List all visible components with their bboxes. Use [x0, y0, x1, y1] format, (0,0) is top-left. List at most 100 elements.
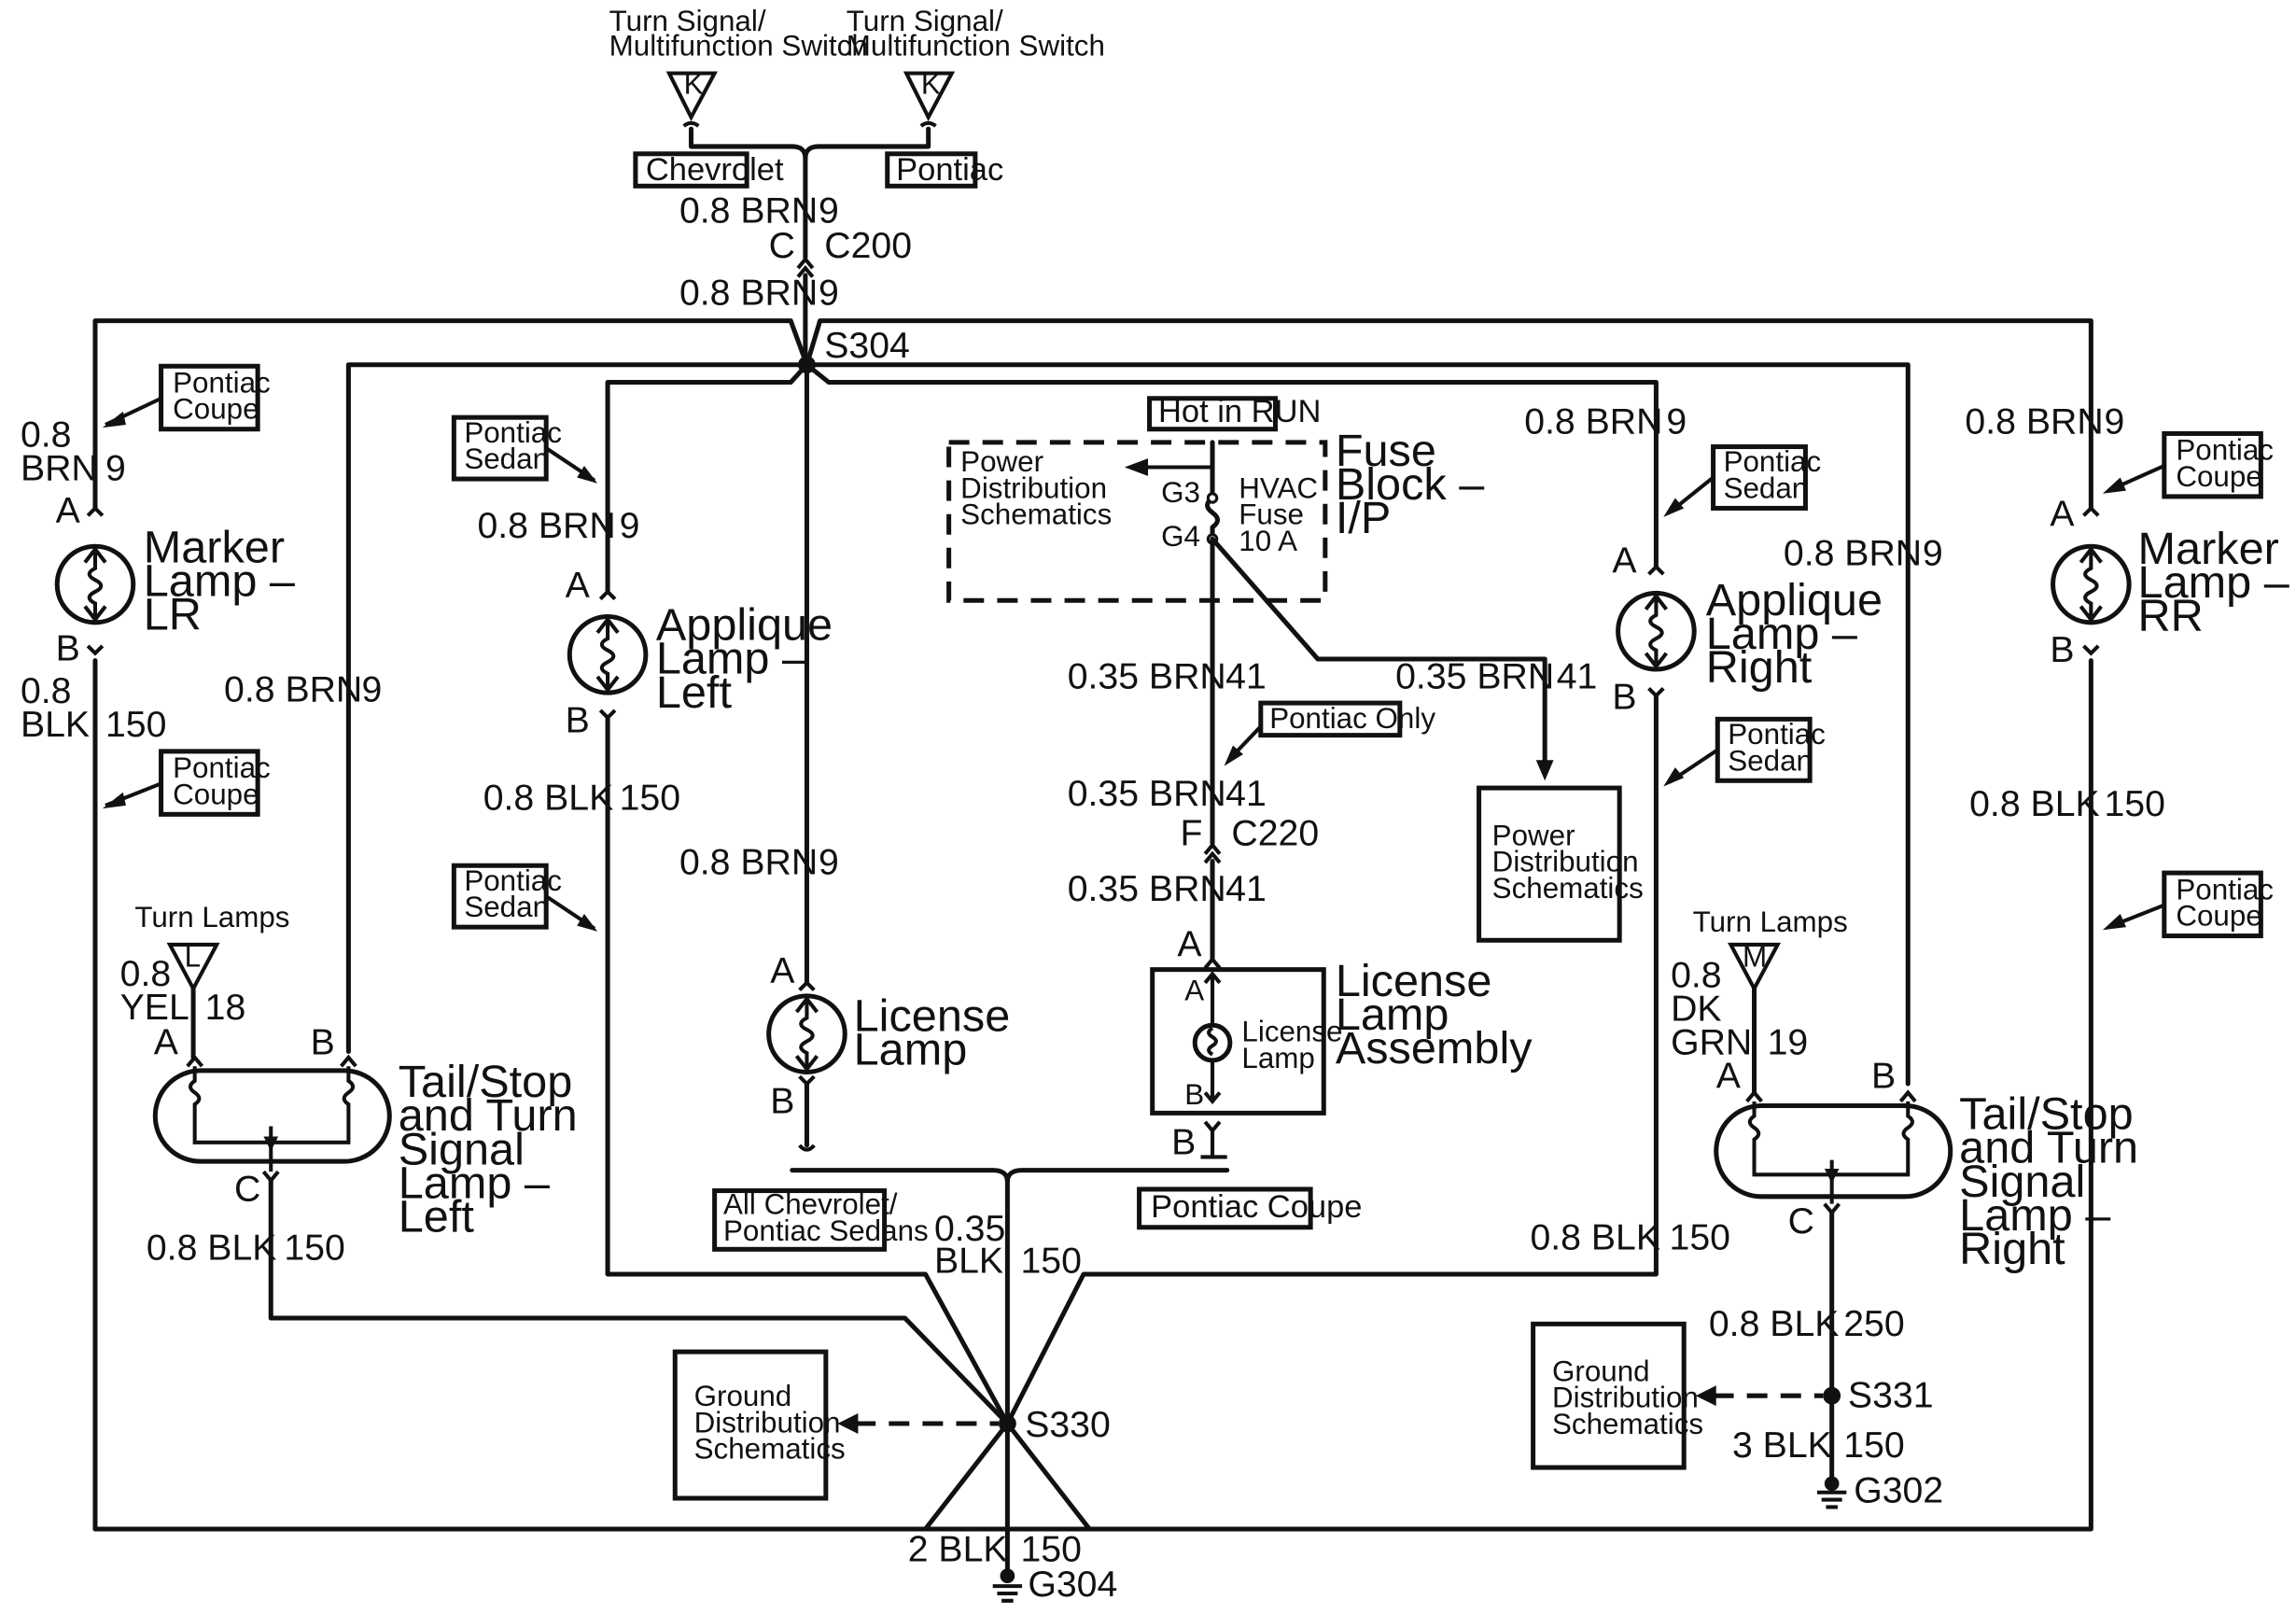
license-assembly-inner-2: Lamp	[1241, 1042, 1314, 1074]
applique-left-label-2: Lamp –	[656, 634, 808, 684]
marker-lr-in-gauge-2: BRN	[21, 448, 98, 489]
turn-signal-switch-right: Turn Signal/ Multifunction Switch K	[816, 5, 1105, 149]
ground-mid-gauge-2: BLK	[934, 1240, 1003, 1281]
applique-left-pin-a: A	[566, 565, 591, 606]
license-lamp: License Lamp A B	[766, 950, 1011, 1121]
license-lamp-label-1: License	[854, 991, 1011, 1042]
svg-text:Sedan: Sedan	[1724, 471, 1809, 504]
ground-g302-symbol	[1816, 1490, 1847, 1509]
applique-right-in-circuit: 9	[1923, 533, 1943, 574]
turn-lamps-left-symbol	[166, 942, 220, 993]
wire-tail-feed-left	[345, 362, 809, 1055]
ground-dist-right-1: Ground	[1552, 1355, 1650, 1388]
tail-right-feed-gauge-3: GRN	[1671, 1022, 1752, 1063]
c200-pin: C	[769, 225, 795, 266]
applique-lamp-right: Applique Lamp – Right A B	[1612, 540, 1883, 717]
marker-lr-pin-a: A	[56, 490, 81, 531]
tag-pontiac-sedan-right-top: Pontiac Sedan	[1663, 444, 1822, 517]
applique-right-label-1: Applique	[1706, 575, 1883, 625]
switch-left-label-1: Turn Signal/	[609, 5, 766, 37]
svg-text:Sedan: Sedan	[464, 442, 549, 475]
tag-chevrolet-label: Chevrolet	[646, 152, 784, 188]
wire-41-circuit-a: 41	[1225, 655, 1267, 696]
hvac-fuse-label-2: Fuse	[1239, 498, 1304, 531]
marker-lr-in-gauge-1: 0.8	[21, 414, 72, 456]
applique-left-pin-b: B	[566, 699, 590, 740]
marker-lr-label-3: LR	[144, 590, 202, 640]
tag-pontiac-coupe-bottom	[1137, 1186, 1313, 1230]
wire-41-to-pds	[1210, 536, 1547, 769]
svg-text:Pontiac: Pontiac	[173, 751, 271, 784]
svg-text:Coupe: Coupe	[2176, 460, 2261, 493]
fuse-block-label-1: Fuse	[1336, 426, 1436, 476]
ground-dist-left-2: Distribution	[694, 1406, 841, 1439]
wire-41-circuit-b: 41	[1557, 655, 1598, 696]
tail-stop-turn-lamp-left: Tail/Stop and Turn Signal Lamp – Left A …	[152, 1022, 578, 1242]
license-lamp-label-2: Lamp	[854, 1025, 968, 1075]
license-assembly-label-2: Lamp	[1336, 989, 1449, 1040]
wire-41-gauge-d: 0.35 BRN	[1068, 868, 1226, 909]
license-assembly-inner-1: License	[1241, 1016, 1342, 1048]
wire-circuit-top-a: 9	[819, 190, 839, 232]
power-distribution-box	[1477, 785, 1622, 943]
tag-pontiac-label: Pontiac	[896, 152, 1003, 188]
wire-applique-right	[804, 362, 1659, 1426]
tail-left-feed-circuit: 18	[205, 987, 246, 1028]
marker-rr-label-2: Lamp –	[2138, 557, 2290, 608]
ground-distribution-box-right	[1531, 1321, 1687, 1470]
switch-right-label-2: Multifunction Switch	[847, 30, 1105, 63]
pds-box-label-1: Power	[1492, 819, 1575, 851]
fuse-block-ip	[946, 440, 1328, 603]
marker-rr-label-3: RR	[2138, 591, 2204, 641]
svg-text:Pontiac: Pontiac	[1724, 445, 1822, 478]
g304-wire-circuit: 150	[1021, 1528, 1082, 1569]
marker-rr-out-gauge: 0.8 BLK	[1969, 783, 2100, 824]
tag-chevrolet	[633, 151, 749, 189]
applique-right-pin-a: A	[1612, 540, 1637, 581]
ground-dist-right-3: Schematics	[1552, 1408, 1703, 1440]
tail-left-feed-circuit: 9	[362, 669, 383, 710]
tag-pontiac-sedan-left-top: Pontiac Sedan	[451, 414, 598, 484]
tail-right-label-5: Right	[1959, 1224, 2065, 1274]
license-in-circuit: 9	[819, 842, 839, 883]
tail-left-out-circuit: 150	[284, 1227, 344, 1268]
tail-left-pin-b: B	[311, 1022, 335, 1063]
tag-pontiac-only: Pontiac Only	[1224, 700, 1435, 766]
wire-41-gauge-a: 0.35 BRN	[1068, 655, 1226, 696]
applique-left-in-circuit: 9	[620, 505, 640, 546]
tail-right-label-4: Lamp –	[1959, 1190, 2111, 1241]
svg-text:Pontiac: Pontiac	[464, 864, 562, 897]
tail-stop-turn-lamp-right: Tail/Stop and Turn Signal Lamp – Right A…	[1714, 1056, 2138, 1274]
switch-left-label-2: Multifunction Switch	[609, 30, 868, 63]
ground-g304-symbol	[992, 1584, 1023, 1603]
ground-g304-label: G304	[1028, 1564, 1117, 1605]
license-assembly-inner-a: A	[1184, 975, 1204, 1007]
wire-license-ground-merge	[790, 1168, 1230, 1185]
applique-right-in-gauge: 0.8 BRN	[1784, 533, 1922, 574]
svg-text:Coupe: Coupe	[2176, 900, 2261, 933]
marker-lr-label-2: Lamp –	[144, 556, 296, 607]
svg-text:Coupe: Coupe	[173, 778, 259, 810]
tag-pontiac-coupe-lr-top: Pontiac Coupe	[102, 363, 271, 432]
license-in-gauge: 0.8 BRN	[679, 842, 818, 883]
applique-right-top-circuit: 9	[1666, 400, 1687, 442]
marker-lr-label-1: Marker	[144, 522, 285, 572]
tag-pontiac-coupe-rr-top: Pontiac Coupe	[2102, 430, 2274, 499]
tail-left-label-4: Lamp –	[399, 1158, 551, 1208]
tail-left-out-gauge: 0.8 BLK	[147, 1227, 277, 1268]
wire-41-circuit-c: 41	[1225, 773, 1267, 814]
ground-distribution-box-left	[672, 1349, 829, 1501]
splice-s330-label: S330	[1025, 1404, 1111, 1445]
marker-lamp-lr: Marker Lamp – LR A B	[54, 490, 296, 669]
tail-right-label-2: and Turn	[1959, 1123, 2138, 1173]
switch-right-label-1: Turn Signal/	[847, 5, 1003, 37]
applique-right-label-3: Right	[1706, 642, 1813, 693]
wire-gauge-top-a: 0.8 BRN	[679, 190, 818, 232]
turn-lamps-left-label: Turn Lamps	[134, 901, 289, 933]
wire-41-circuit-d: 41	[1225, 868, 1267, 909]
applique-left-in-gauge: 0.8 BRN	[477, 505, 615, 546]
svg-text:Pontiac: Pontiac	[2176, 873, 2274, 905]
fuse-block-label-2: Block –	[1336, 459, 1485, 510]
license-assembly-pin-b: B	[1171, 1121, 1196, 1162]
applique-right-out-circuit: 150	[1670, 1216, 1730, 1257]
